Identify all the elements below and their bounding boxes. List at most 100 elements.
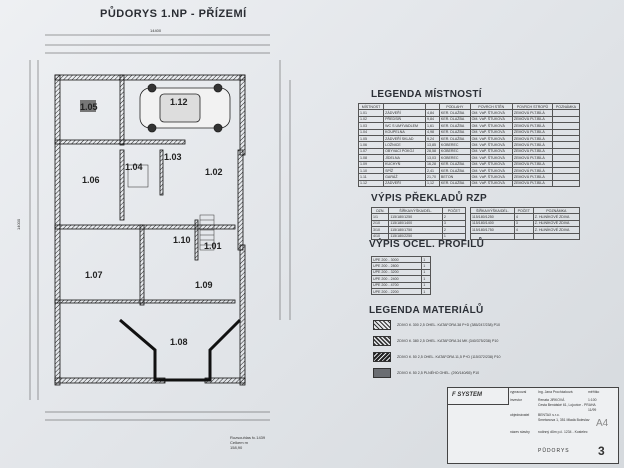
table-cell: 1,12 — [424, 179, 440, 188]
material-item: ZDIVO tl. 50 2,5 PLNÉHO OHEL. (290/140/6… — [373, 368, 479, 378]
designer-label: vypracoval — [510, 390, 527, 394]
table-cell: OM. VáP. ŠTUKOVÁ — [469, 109, 513, 117]
table-cell: OM. VáP. ŠTUKOVÁ — [469, 179, 513, 188]
scale-label: měřítko — [588, 390, 600, 394]
materials-heading: LEGENDA MATERIÁLŮ — [369, 305, 484, 316]
table-row — [470, 232, 581, 240]
room-label: 1.05 — [80, 102, 98, 112]
table-cell: 4/10 — [370, 232, 390, 240]
material-swatch — [373, 352, 391, 362]
client-address: Smetanova 1, 351 Mladá Boleslav — [538, 418, 590, 422]
room-label: 1.02 — [205, 167, 223, 177]
room-label: 1.12 — [170, 97, 188, 107]
steel-heading: VÝPIS OCEL. PROFILŮ — [369, 239, 485, 250]
project-name: rodinný dům p.č. 1234 - Kostelec — [538, 430, 588, 434]
sheet-number: 3 — [598, 444, 605, 458]
floor-plan: 1.05 1.12 1.03 1.04 1.06 1.02 1.10 1.01 … — [16, 28, 291, 421]
material-item: ZDIVO tl. 380 2,5 OHEL. KATAFORA 34 MK (… — [373, 336, 498, 346]
plan-title: PŮDORYS 1.NP - PŘÍZEMÍ — [100, 8, 247, 20]
investor-label: investor — [510, 398, 522, 402]
table-cell: 1.01 — [357, 109, 385, 117]
dim-left-overall: 14000 — [16, 218, 21, 230]
client-name: BENTAX s.r.o. — [538, 413, 560, 417]
investor-name: Renata JIRKOVÁ — [538, 398, 565, 402]
table-cell — [551, 109, 581, 117]
table-cell: UPE 200 - 2400 — [370, 275, 423, 283]
room-label: 1.03 — [164, 152, 182, 162]
table-cell — [470, 232, 515, 240]
table-cell: UPE 200 - 3000 — [370, 255, 423, 264]
rooms-column-header: POZNÁMKA — [551, 102, 581, 111]
scale-value: 1:100 — [588, 398, 597, 402]
material-swatch — [373, 336, 391, 346]
table-cell: 1.02 — [357, 115, 385, 124]
room-label: 1.08 — [170, 337, 188, 347]
material-swatch — [373, 368, 391, 378]
legend-rooms-heading: LEGENDA MÍSTNOSTÍ — [371, 89, 482, 100]
stamp-number: 158,90 — [230, 445, 243, 450]
date-value: 11/99 — [588, 408, 597, 412]
table-cell — [551, 179, 581, 188]
table-cell: UPE 200 - 4700 — [370, 281, 423, 289]
stair — [199, 214, 215, 251]
table-cell: 1 — [421, 275, 431, 283]
table-cell: 1.12 — [357, 179, 385, 188]
lintels-heading: VÝPIS PŘEKLADŮ RZP — [371, 193, 487, 204]
room-label: 1.01 — [204, 241, 222, 251]
car-outline — [139, 83, 231, 133]
drawing-title: PŮDORYS — [538, 448, 570, 454]
room-label: 1.10 — [173, 235, 191, 245]
material-item: ZDIVO tl. 50 2,5 OHEL. KATAFORA 11,5 P+D… — [373, 352, 501, 362]
room-label: 1.04 — [125, 162, 143, 172]
table-cell: 1 — [421, 255, 431, 264]
dimension-lines — [29, 34, 291, 421]
rooms-column-header: POVRCH STĚN — [469, 102, 513, 111]
rooms-column-header: MÍSTNOST — [357, 102, 385, 111]
outer-walls — [54, 74, 246, 386]
table-cell — [513, 232, 534, 240]
rooms-column-header — [424, 102, 440, 111]
table-cell: ZEMOVÁ PLT.BÍLÁ — [511, 179, 553, 188]
company-logo: F SYSTEM — [452, 392, 483, 398]
table-cell: 1 — [441, 232, 467, 240]
designer-name: Ing. Jana Procházková — [538, 390, 573, 394]
stamp-sub: Celkem m — [230, 440, 249, 445]
table-cell: ZÁDVEŘÍ — [383, 179, 426, 188]
dim-top-overall: 14400 — [150, 28, 162, 33]
bath-fixture — [127, 164, 149, 188]
client-label: objednávatel — [510, 413, 530, 417]
room-label: 1.06 — [82, 175, 100, 185]
table-cell: 9,84 — [424, 115, 440, 124]
table-cell: UPE 200 - 2800 — [370, 262, 423, 270]
title-block: F SYSTEM vypracoval Ing. Jana Procházkov… — [447, 387, 619, 464]
table-cell: KER. DLAŽBA — [438, 179, 471, 188]
table-cell — [551, 115, 581, 124]
table-cell: OM. VáP. ŠTUKOVÁ — [469, 115, 513, 124]
material-swatch — [373, 320, 391, 330]
table-cell: 1 — [421, 262, 431, 270]
material-item: ZDIVO tl. 300 2,5 OHEL. KATAFORA 38 P+D … — [373, 320, 500, 330]
table-cell: 1 — [421, 281, 431, 289]
table-cell: UPE 200 - 2200 — [370, 287, 423, 296]
title-logo-cell: F SYSTEM — [448, 388, 509, 405]
table-cell: 4,84 — [424, 109, 440, 117]
project-label: název stavby — [510, 430, 530, 434]
table-cell: 1 — [421, 287, 431, 296]
stamp: Rozsouhlas fc.1439 Celkem m 158,90 — [230, 435, 265, 450]
